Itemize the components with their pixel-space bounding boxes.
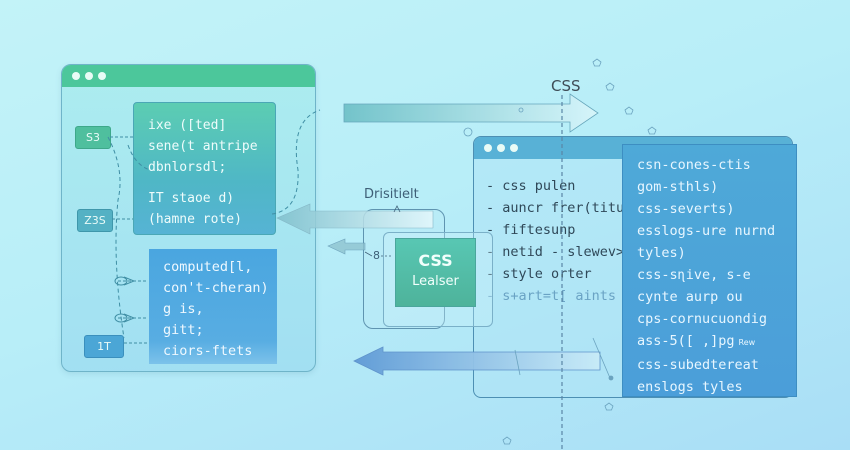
- css-card-subtitle: Lealser: [412, 274, 459, 289]
- connector-curve: [271, 109, 321, 215]
- sparkle-decoration: [463, 58, 657, 445]
- link-icon: [114, 313, 136, 323]
- code-text: ass-5([ ,]pg: [637, 333, 735, 349]
- connector-curve: [127, 144, 151, 171]
- code-line: csn-cones-ctis: [637, 157, 751, 173]
- list-item: - auncr frer(titu: [486, 200, 625, 216]
- connector-number: 8: [373, 249, 380, 262]
- list-item: - style orter: [486, 266, 592, 282]
- list-item: - netid - slewev>: [486, 244, 625, 260]
- code-line: dbnlorsdl;: [148, 160, 227, 175]
- blue-code-panel: computed[l, con't-cheran) g is, gitt; ci…: [149, 249, 277, 364]
- list-item: - fiftesunp: [486, 222, 576, 238]
- code-line: tyles): [637, 245, 686, 261]
- tag-z3s[interactable]: Z3S: [77, 209, 113, 232]
- css-card-title: CSS: [418, 251, 453, 270]
- code-line: cps-cornucuondig: [637, 311, 768, 327]
- css-label: CSS: [551, 77, 581, 95]
- window-dot-maximize[interactable]: [98, 72, 106, 80]
- tag-1t[interactable]: 1T: [84, 335, 124, 358]
- green-code-panel: ixe ([ted] sene(t antripe dbnlorsdl; IT …: [133, 102, 276, 235]
- connector-curve: [107, 136, 125, 339]
- link-icon: [114, 276, 136, 286]
- tag-s3[interactable]: S3: [75, 126, 111, 149]
- code-line: sene(t antripe: [148, 139, 258, 154]
- code-line: css-sɳive, s-e: [637, 267, 751, 283]
- left-window-titlebar: [62, 65, 315, 87]
- code-line: enslogs tyles: [637, 379, 743, 395]
- window-dot-minimize[interactable]: [85, 72, 93, 80]
- css-card[interactable]: CSS Lealser: [395, 238, 476, 307]
- caret-icon: [393, 205, 401, 213]
- right-code-panel: csn-cones-ctis gom-sthls) css-severts) e…: [622, 144, 797, 397]
- code-line: esslogs-ure nurnd: [637, 223, 776, 239]
- arrow-right-top: [343, 93, 599, 133]
- css-list: - css pulen - auncr frer(titu - fiftesun…: [486, 175, 624, 307]
- code-line: computed[l,: [163, 259, 253, 275]
- list-item: - s+art=t[ aints: [486, 288, 617, 304]
- arrow-left-bottom: [353, 346, 601, 376]
- list-item: - css pulen: [486, 178, 576, 194]
- arrow-left-small: [327, 238, 366, 255]
- small-note: Rew: [738, 338, 756, 347]
- code-line: ixe ([ted]: [148, 118, 227, 133]
- window-dot-close[interactable]: [484, 144, 492, 152]
- code-line: ciors-ftets: [163, 343, 253, 359]
- window-dot-minimize[interactable]: [497, 144, 505, 152]
- code-line: con't-cheran): [163, 280, 269, 296]
- code-line: g is,: [163, 301, 204, 317]
- window-dot-maximize[interactable]: [510, 144, 518, 152]
- code-line: gom-sthls): [637, 179, 719, 195]
- code-line: gitt;: [163, 322, 204, 338]
- arrow-left-middle: [276, 203, 434, 235]
- window-dot-close[interactable]: [72, 72, 80, 80]
- code-line: IT staoe d): [148, 191, 235, 206]
- drisitielt-label: Drisitielt: [364, 187, 419, 202]
- code-line: cynte aurp ou: [637, 289, 743, 305]
- code-line: (hamne rote): [148, 212, 242, 227]
- code-line: css-subedtereat: [637, 357, 759, 373]
- code-line: css-severts): [637, 201, 735, 217]
